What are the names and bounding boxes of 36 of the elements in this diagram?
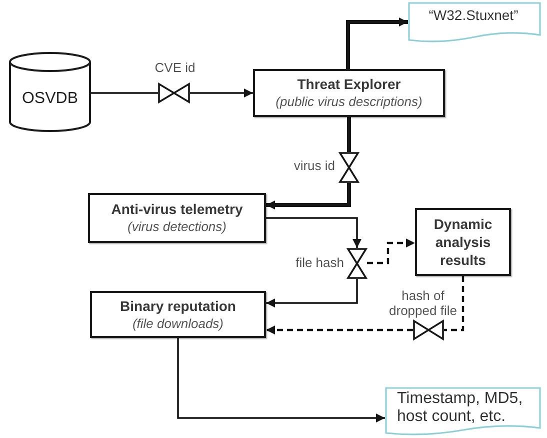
connector-line [91,92,158,94]
box-title: Dynamic analysis results [432,215,494,269]
connector-line [347,117,351,152]
arrow [266,279,358,308]
document-shape [408,2,541,44]
valve-symbol [347,248,367,279]
document-shape [385,387,541,437]
database-cylinder [9,52,91,132]
process-box [88,193,266,243]
arrow [346,18,408,69]
dashed-line [444,276,464,332]
process-box [253,69,445,117]
arrow [266,217,362,248]
valve-label: file hash [296,255,344,270]
valve-symbol [158,83,190,103]
valve-label: virus id [294,158,335,173]
box-subtitle: (public virus descriptions) [276,93,422,111]
process-box [90,291,266,338]
valve-symbol [339,152,359,183]
box-title: Binary reputation [120,296,236,314]
box-subtitle: (file downloads) [132,314,224,332]
database-label: OSVDB [22,90,78,108]
dashed-arrow [266,326,413,334]
dashed-arrow [367,238,415,264]
valve-label: hash of dropped file [388,288,458,318]
arrow [190,88,253,98]
valve-symbol [413,320,444,340]
valve-label: CVE id [154,60,196,75]
box-subtitle: (virus detections) [128,218,226,236]
arrow [266,183,351,210]
document-text: “W32.Stuxnet” [428,6,518,24]
arrow [177,338,385,422]
document-text: Timestamp, MD5, host count, etc. [397,390,524,426]
box-title: Threat Explorer [297,75,401,93]
process-box [415,208,511,276]
box-title: Anti-virus telemetry [111,200,243,218]
